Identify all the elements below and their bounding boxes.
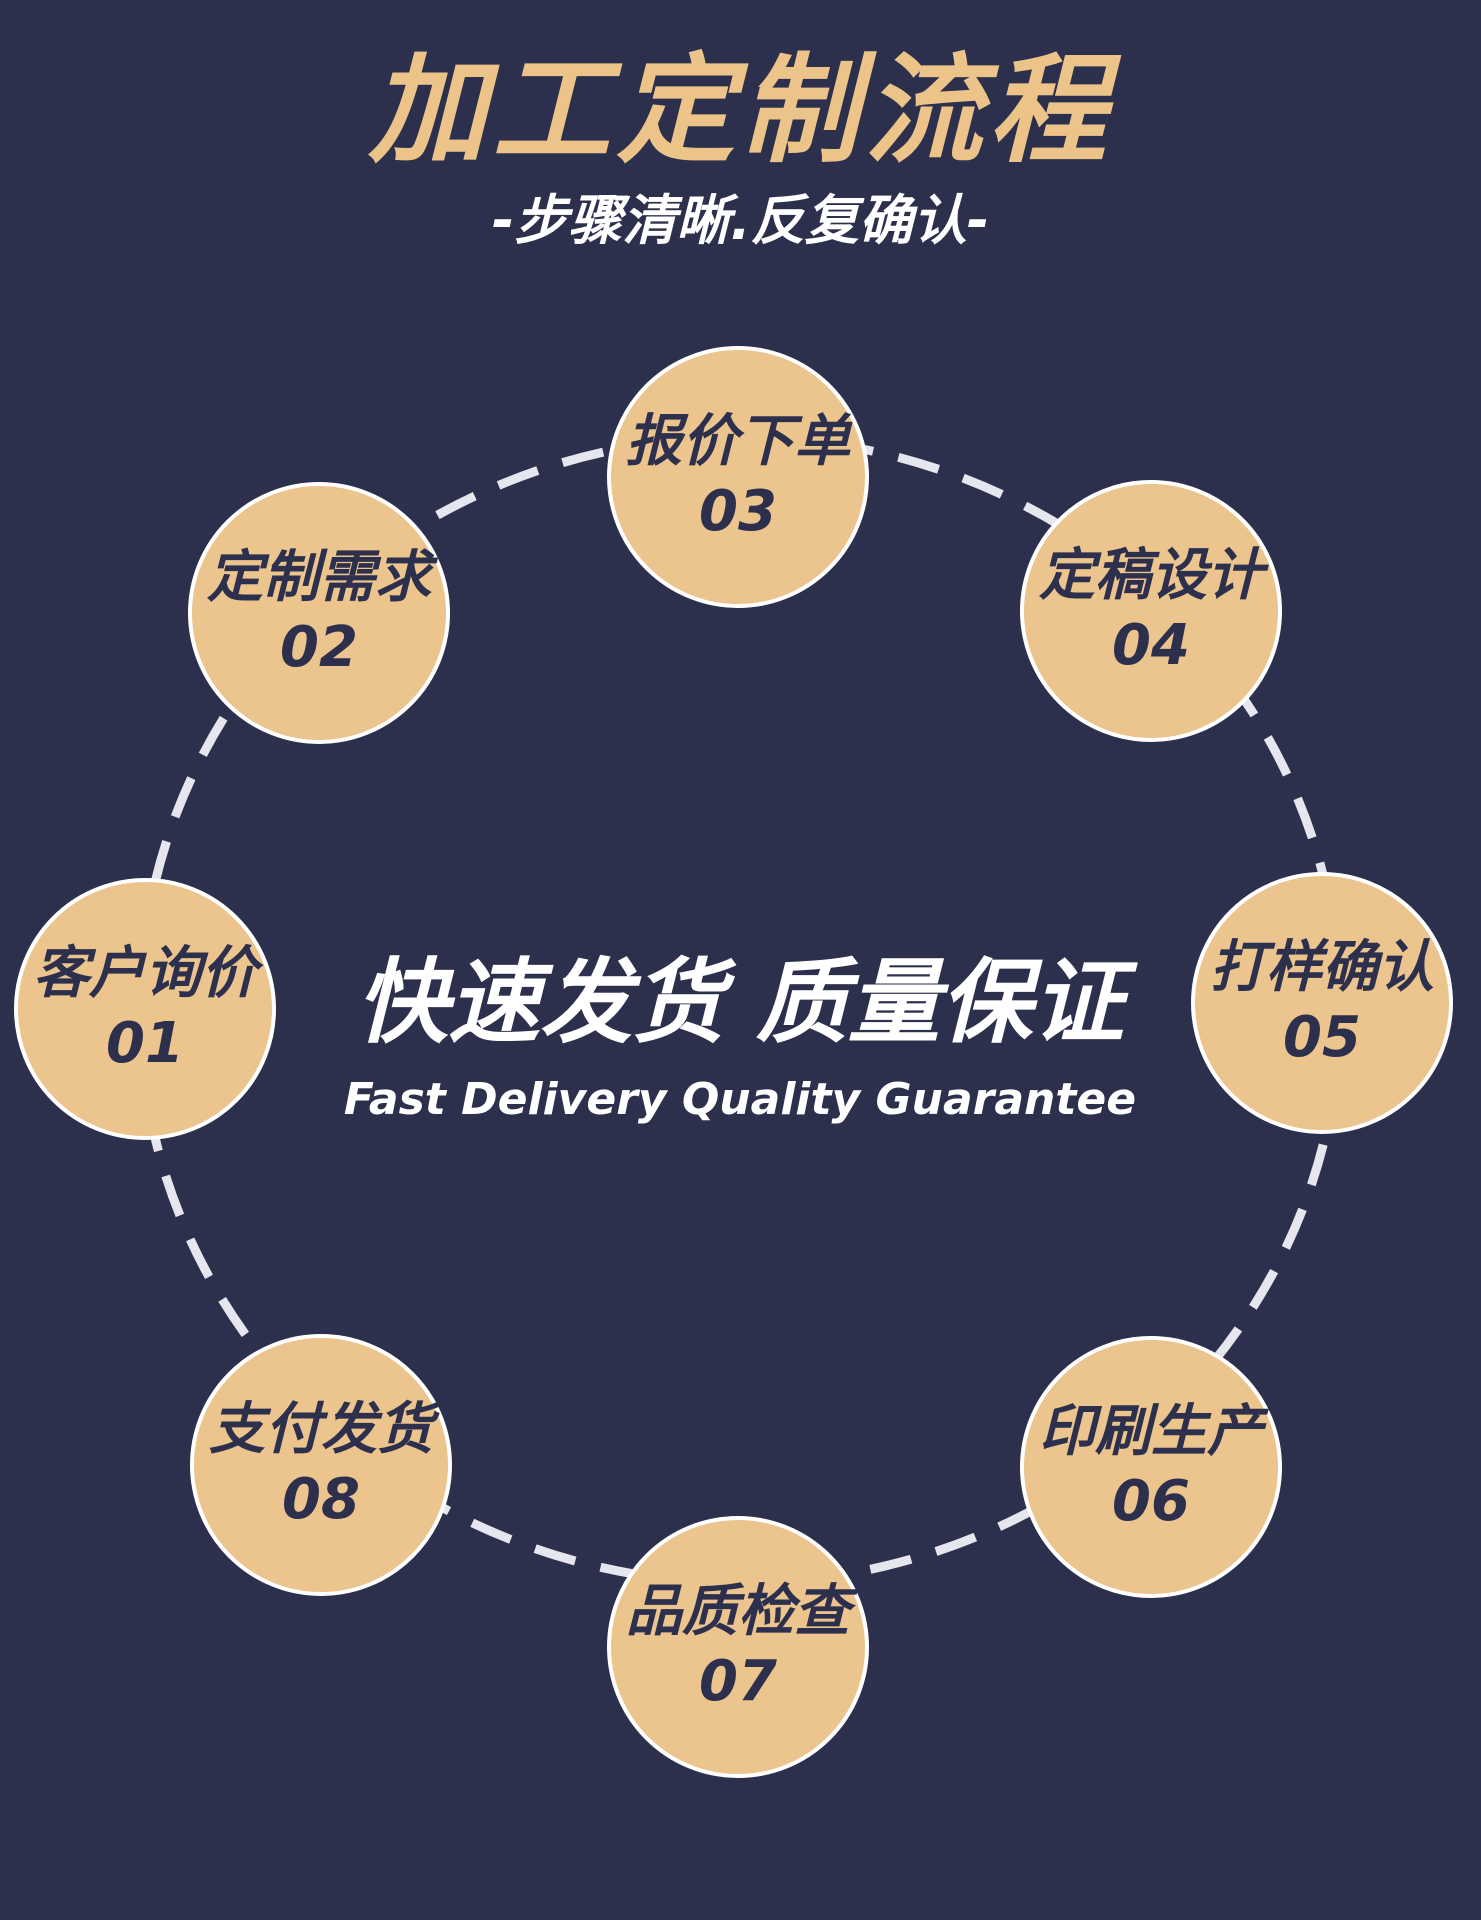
step-node-01: 客户询价 01 (14, 878, 276, 1140)
page-title: 加工定制流程 (368, 41, 1113, 179)
step-number: 03 (699, 479, 777, 544)
page-subtitle: -步骤清晰.反复确认- (491, 189, 990, 252)
step-number: 01 (106, 1011, 184, 1076)
step-number: 05 (1283, 1005, 1361, 1070)
step-label: 品质检查 (626, 1579, 850, 1644)
center-title: 快速发货 质量保证 (355, 949, 1125, 1056)
step-node-05: 打样确认 05 (1191, 872, 1453, 1134)
step-node-07: 品质检查 07 (607, 1516, 869, 1778)
step-node-06: 印刷生产 06 (1020, 1336, 1282, 1598)
step-node-03: 报价下单 03 (607, 346, 869, 608)
step-node-04: 定稿设计 04 (1020, 480, 1282, 742)
step-label: 报价下单 (626, 409, 850, 474)
step-node-02: 定制需求 02 (188, 482, 450, 744)
step-number: 04 (1112, 613, 1190, 678)
step-label: 支付发货 (209, 1397, 433, 1462)
step-label: 印刷生产 (1039, 1399, 1263, 1464)
center-subtitle: Fast Delivery Quality Guarantee (343, 1074, 1137, 1125)
step-label: 定制需求 (207, 545, 431, 610)
step-number: 08 (282, 1467, 360, 1532)
step-number: 02 (280, 615, 358, 680)
step-label: 定稿设计 (1039, 543, 1263, 608)
step-number: 07 (699, 1649, 777, 1714)
step-label: 打样确认 (1210, 935, 1434, 1000)
step-node-08: 支付发货 08 (190, 1334, 452, 1596)
step-label: 客户询价 (33, 941, 257, 1006)
step-number: 06 (1112, 1469, 1190, 1534)
